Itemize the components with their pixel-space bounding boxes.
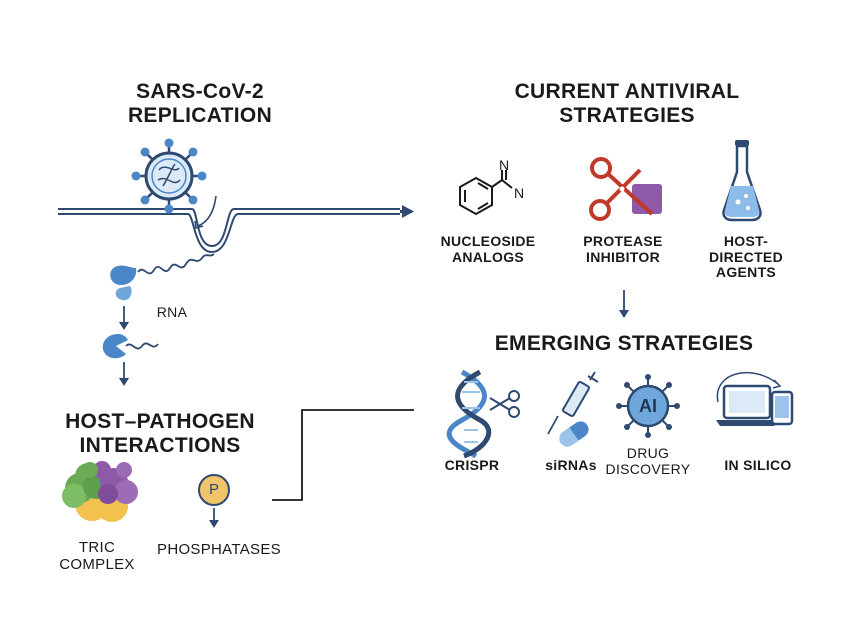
connector-line	[272, 409, 414, 501]
cell-membrane	[58, 208, 400, 254]
heading-host-pathogen: HOST–PATHOGEN INTERACTIONS	[65, 410, 255, 457]
ai-virus-icon	[616, 374, 680, 438]
benzamidine-molecule-icon	[459, 170, 513, 216]
label-host-directed-agents: HOST- DIRECTED AGENTS	[709, 233, 783, 281]
syringe-icon	[547, 371, 599, 435]
phosphate-glyph: P	[208, 481, 219, 498]
label-crispr: CRISPR	[444, 457, 500, 473]
ribosome-icon	[110, 265, 137, 301]
label-tric-complex: TRIC COMPLEX	[59, 539, 135, 573]
dna-icon	[446, 369, 492, 459]
phosphate-icon	[198, 474, 230, 506]
label-in-silico: IN SILICO	[724, 457, 792, 473]
heading-replication: SARS-CoV-2 REPLICATION	[127, 80, 273, 127]
ai-glyph: AI	[639, 396, 657, 416]
label-drug-discovery: DRUG DISCOVERY	[605, 445, 691, 477]
flask-icon	[722, 140, 762, 222]
laptop-icon	[716, 384, 778, 426]
capsule-icon	[559, 421, 589, 447]
rna-strand-1	[137, 253, 215, 275]
label-protease-inhibitor: PROTEASE INHIBITOR	[583, 233, 663, 265]
virus-icon	[131, 138, 207, 214]
molecule-nitrogen-right: N	[513, 185, 525, 201]
scissors-icon	[589, 157, 662, 221]
label-phosphatases: PHOSPHATASES	[157, 541, 281, 558]
label-rna: RNA	[156, 304, 188, 320]
arrow-head	[402, 205, 414, 218]
label-nucleoside-analogs: NUCLEOSIDE ANALOGS	[440, 233, 536, 265]
label-sirnas: siRNAs	[545, 457, 597, 473]
ribosome-icon-2	[102, 334, 128, 359]
tric-complex-icon	[62, 461, 138, 522]
heading-current-strategies: CURRENT ANTIVIRAL STRATEGIES	[514, 80, 740, 127]
entry-arrow	[197, 195, 217, 227]
rna-strand-2	[125, 342, 159, 350]
crispr-scissors-icon	[489, 390, 520, 418]
sync-arc	[716, 371, 779, 403]
molecule-nitrogen-top: N	[498, 157, 510, 173]
heading-emerging-strategies: EMERGING STRATEGIES	[494, 332, 754, 355]
tablet-icon	[770, 390, 794, 426]
